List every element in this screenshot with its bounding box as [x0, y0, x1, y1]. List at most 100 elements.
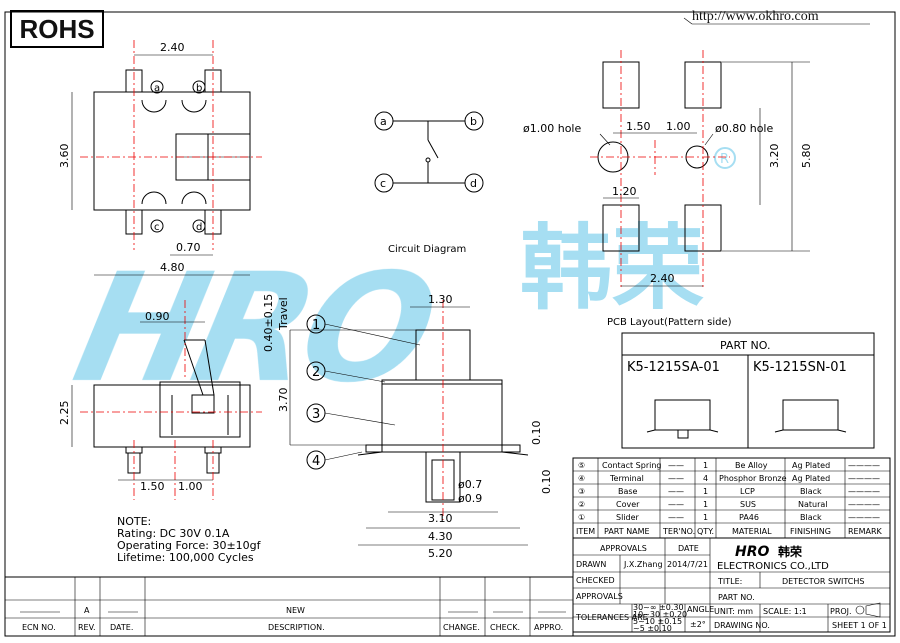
svg-text:REMARK: REMARK: [848, 527, 883, 536]
svg-text:2: 2: [312, 365, 320, 380]
title-block: APPROVALS DATE DRAWN J.X.Zhang 2014/7/21…: [572, 537, 891, 633]
svg-text:ø0.7: ø0.7: [458, 478, 482, 491]
front-view: 1.30 0.40±0.15 Travel 3.70 0.10 0.10 ø0.…: [262, 293, 553, 560]
svg-text:d: d: [470, 177, 477, 190]
svg-text:APPROVALS: APPROVALS: [576, 592, 623, 601]
svg-text:0.40±0.15: 0.40±0.15: [262, 294, 275, 352]
svg-text:5.20: 5.20: [428, 547, 453, 560]
svg-text:CHECKED: CHECKED: [576, 576, 615, 585]
svg-text:REV.: REV.: [78, 623, 96, 632]
svg-text:DATE: DATE: [678, 544, 699, 553]
svg-text:Phosphor Bronze: Phosphor Bronze: [719, 474, 787, 483]
svg-text:Slider: Slider: [616, 513, 640, 522]
svg-text:APPRO.: APPRO.: [534, 623, 563, 632]
circuit-diagram: a b c d Circuit Diagram: [374, 111, 484, 255]
svg-text:PART NO.: PART NO.: [720, 339, 770, 352]
notes: NOTE: Rating: DC 30V 0.1A Operating Forc…: [117, 515, 262, 564]
svg-text:QTY.: QTY.: [697, 527, 714, 536]
svg-text:0.10: 0.10: [530, 421, 543, 446]
svg-text:1.30: 1.30: [428, 293, 453, 306]
svg-text:K5-1215SN-01: K5-1215SN-01: [753, 360, 847, 375]
svg-text:————: ————: [848, 513, 880, 522]
svg-text:±2°: ±2°: [690, 620, 706, 629]
svg-text:Operating Force: 30±10gf: Operating Force: 30±10gf: [117, 539, 262, 552]
svg-text:NEW: NEW: [286, 606, 305, 615]
svg-text:ITEM: ITEM: [576, 527, 595, 536]
svg-text:1.50: 1.50: [140, 480, 165, 493]
svg-text:ø0.80 hole: ø0.80 hole: [715, 122, 773, 135]
top-view: a b c d 2.40 3.60 0.70 4.80: [58, 40, 262, 276]
svg-text:韩荣: 韩荣: [778, 544, 803, 559]
svg-text:——: ——: [668, 500, 684, 509]
svg-text:1.20: 1.20: [612, 185, 637, 198]
svg-text:1.00: 1.00: [178, 480, 203, 493]
svg-text:Lifetime: 100,000 Cycles: Lifetime: 100,000 Cycles: [117, 551, 254, 564]
svg-text:FINISHING: FINISHING: [790, 527, 831, 536]
svg-text:CHECK.: CHECK.: [490, 623, 520, 632]
svg-text:LCP: LCP: [740, 487, 755, 496]
svg-text:Ag Plated: Ag Plated: [792, 474, 830, 483]
svg-text:A: A: [84, 606, 90, 615]
svg-text:ø1.00 hole: ø1.00 hole: [523, 122, 581, 135]
svg-text:Natural: Natural: [798, 500, 828, 509]
svg-text:————: ————: [848, 461, 880, 470]
svg-text:ECN NO.: ECN NO.: [22, 623, 56, 632]
svg-text:2014/7/21: 2014/7/21: [667, 560, 708, 569]
svg-text:——: ——: [668, 487, 684, 496]
svg-text:30~∞ ±0.30: 30~∞ ±0.30: [633, 603, 684, 612]
svg-text:Travel: Travel: [277, 297, 290, 331]
side-view: 0.90 2.25 1.50 1.00: [58, 300, 262, 500]
svg-text:UNIT: mm: UNIT: mm: [714, 607, 753, 616]
svg-text:1: 1: [703, 461, 708, 470]
svg-text:CHANGE.: CHANGE.: [443, 623, 480, 632]
svg-text:TITLE:: TITLE:: [717, 577, 742, 586]
svg-text:3.10: 3.10: [428, 512, 453, 525]
svg-text:Black: Black: [800, 487, 822, 496]
svg-text:1: 1: [703, 487, 708, 496]
part-no-table: PART NO. K5-1215SA-01 K5-1215SN-01: [621, 332, 875, 449]
svg-text:SUS: SUS: [740, 500, 756, 509]
svg-text:Circuit Diagram: Circuit Diagram: [388, 244, 466, 255]
svg-text:③: ③: [578, 487, 585, 496]
rohs-badge: ROHS: [10, 10, 104, 48]
svg-text:MATERIAL: MATERIAL: [732, 527, 772, 536]
svg-text:Terminal: Terminal: [609, 474, 644, 483]
svg-text:Ag Plated: Ag Plated: [792, 461, 830, 470]
svg-text:Contact Spring: Contact Spring: [602, 461, 661, 470]
svg-text:J.X.Zhang: J.X.Zhang: [623, 560, 663, 569]
svg-text:——: ——: [668, 461, 684, 470]
svg-text:TOLERANCES ARE: TOLERANCES ARE: [575, 613, 648, 622]
svg-text:PART NAME: PART NAME: [604, 527, 650, 536]
svg-text:Be Alloy: Be Alloy: [735, 461, 768, 470]
svg-text:c: c: [154, 222, 160, 233]
svg-text:R: R: [720, 152, 729, 167]
svg-text:PART NO.: PART NO.: [718, 593, 755, 602]
bom-table: ⑤ Contact Spring —— 1 Be Alloy Ag Plated…: [572, 457, 891, 539]
svg-text:5.80: 5.80: [800, 144, 813, 169]
svg-text:4: 4: [703, 474, 708, 483]
svg-text:Base: Base: [618, 487, 638, 496]
svg-text:DETECTOR SWITCHS: DETECTOR SWITCHS: [782, 577, 864, 586]
svg-text:PROJ.: PROJ.: [830, 607, 852, 616]
svg-text:ANGLE: ANGLE: [687, 605, 714, 614]
svg-text:c: c: [380, 177, 386, 190]
svg-text:⑤: ⑤: [578, 461, 585, 470]
svg-text:Cover: Cover: [616, 500, 640, 509]
svg-text:b: b: [196, 83, 202, 94]
svg-text:SHEET 1 OF 1: SHEET 1 OF 1: [832, 621, 887, 630]
website-url[interactable]: http://www.okhro.com: [692, 9, 819, 24]
svg-text:SCALE: 1:1: SCALE: 1:1: [763, 607, 807, 616]
svg-text:——: ——: [668, 513, 684, 522]
svg-text:0.90: 0.90: [145, 310, 170, 323]
svg-text:2.40: 2.40: [160, 41, 185, 54]
svg-text:1: 1: [703, 500, 708, 509]
svg-text:1.00: 1.00: [666, 120, 691, 133]
svg-text:d: d: [196, 222, 202, 233]
svg-text:DRAWN: DRAWN: [576, 560, 606, 569]
svg-text:Rating: DC 30V 0.1A: Rating: DC 30V 0.1A: [117, 527, 230, 540]
svg-text:HRO: HRO: [735, 544, 769, 560]
svg-text:ø0.9: ø0.9: [458, 492, 482, 505]
svg-text:PA46: PA46: [739, 513, 759, 522]
svg-text:Black: Black: [800, 513, 822, 522]
